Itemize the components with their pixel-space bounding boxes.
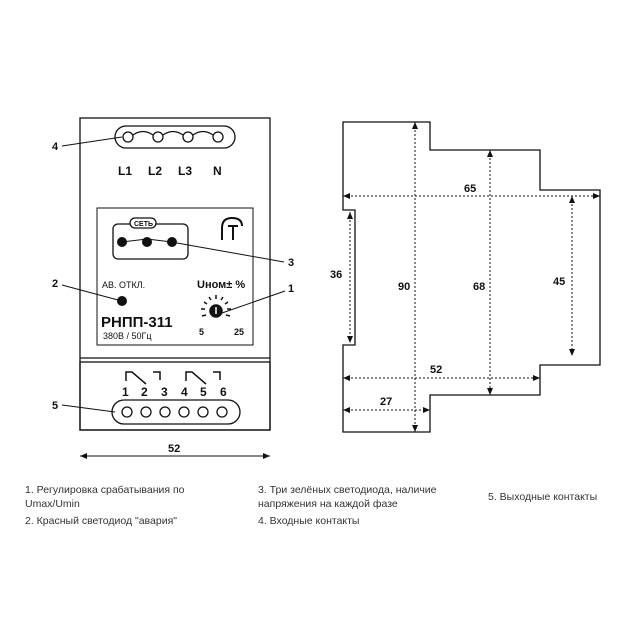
legend-item-1-line-2: Umax/Umin — [25, 498, 80, 510]
legend-item-1-line-1: 1. Регулировка срабатывания по — [25, 484, 185, 496]
fault-label: АВ. ОТКЛ. — [102, 280, 145, 290]
dim-27: 27 — [380, 396, 392, 408]
front-width-label: 52 — [168, 443, 180, 455]
dim-65: 65 — [464, 183, 476, 195]
legend-item-3-line-2: напряжения на каждой фазе — [258, 498, 398, 510]
output-terminals — [121, 406, 228, 418]
input-terminals — [122, 130, 224, 143]
legend-item-2: 2. Красный светодиод "авария" — [25, 515, 177, 527]
relay-contacts-symbol — [125, 371, 221, 385]
output-2: 2 — [141, 385, 148, 399]
dim-36: 36 — [330, 269, 342, 281]
input-terminal-strip — [114, 125, 236, 149]
phase-n: N — [213, 164, 222, 178]
knob-max: 25 — [234, 327, 244, 337]
front-view — [79, 117, 271, 431]
phase-l1: L1 — [118, 164, 132, 178]
callout-4: 4 — [52, 141, 59, 153]
network-label: СЕТЬ — [134, 221, 153, 228]
dim-68: 68 — [473, 281, 485, 293]
callout-1: 1 — [288, 283, 294, 295]
output-4: 4 — [181, 385, 188, 399]
voltage-knob[interactable] — [201, 295, 231, 318]
dim-52: 52 — [430, 364, 442, 376]
red-led — [117, 296, 127, 306]
manufacturer-logo — [221, 216, 243, 240]
dim-90: 90 — [398, 281, 410, 293]
output-6: 6 — [220, 385, 227, 399]
legend-item-3: 3. Три зелёных светодиода, наличие напря… — [258, 483, 437, 511]
model-name: РНПП-311 — [101, 314, 173, 331]
output-5: 5 — [200, 385, 207, 399]
legend-item-4: 4. Входные контакты — [258, 515, 360, 527]
knob-min: 5 — [199, 327, 204, 337]
side-dimensions — [343, 122, 600, 432]
callout-5: 5 — [52, 400, 58, 412]
output-1: 1 — [122, 385, 129, 399]
legend-item-3-line-1: 3. Три зелёных светодиода, наличие — [258, 484, 437, 496]
callout-2: 2 — [52, 278, 58, 290]
phase-l3: L3 — [178, 164, 192, 178]
legend-item-5: 5. Выходные контакты — [488, 491, 598, 503]
green-leds — [117, 237, 177, 247]
rating: 380В / 50Гц — [103, 331, 152, 341]
output-3: 3 — [161, 385, 168, 399]
legend-item-1: 1. Регулировка срабатывания по Umax/Umin — [25, 483, 185, 511]
phase-l2: L2 — [148, 164, 162, 178]
dim-45: 45 — [553, 276, 565, 288]
callout-lines — [61, 136, 286, 413]
callout-3: 3 — [288, 257, 294, 269]
side-view — [342, 121, 601, 433]
knob-label: Uном± % — [197, 279, 245, 291]
